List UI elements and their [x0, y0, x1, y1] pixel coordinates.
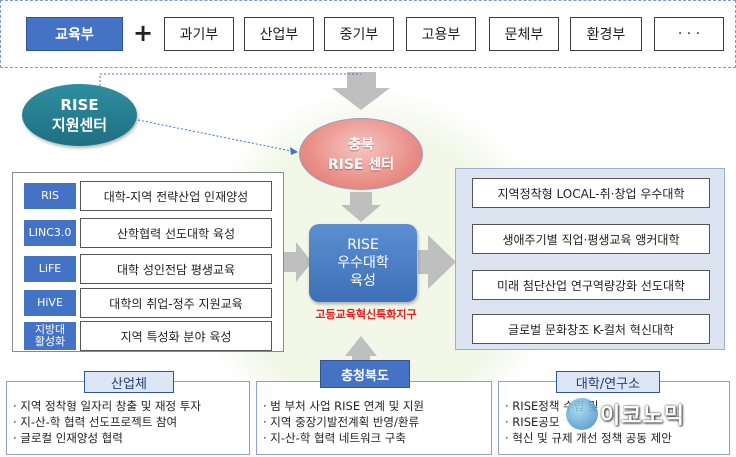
province-item: · 지-산-학 협력 네트워크 구축: [263, 431, 406, 445]
province-item: · 범 부처 사업 RISE 연계 및 지원: [263, 399, 424, 413]
dotted-link-arrowhead: [290, 147, 298, 155]
chungbuk-center-line2: RISE 센터: [327, 157, 395, 173]
program-desc-ris: 대학-지역 전략산업 인재양성: [80, 181, 272, 211]
program-tag-local-univ: 지방대 활성화: [24, 322, 76, 350]
dept-moe: 교육부: [26, 17, 123, 51]
university-box: · RISE정책 수립 및 · RISE공모 · 혁신 및 규제 개선 정책 공…: [498, 381, 730, 455]
chungbuk-center-line1: 충북: [348, 137, 374, 153]
rise-support-center: RISE 지원센터: [22, 84, 137, 146]
university-label: 대학/연구소: [556, 371, 660, 393]
special-zone-label: 고등교육혁신특화지구: [315, 308, 417, 321]
arrow-up-bottom: [345, 336, 377, 360]
dept-me: 환경부: [570, 17, 642, 51]
center-box-line1: RISE: [347, 237, 379, 253]
dept-mcst: 문체부: [489, 17, 559, 51]
province-label: 충청북도: [320, 360, 410, 388]
industry-item: · 글로컬 인재양성 협력: [13, 431, 123, 445]
center-box-line2: 우수대학: [337, 255, 389, 271]
plus-sign: +: [132, 19, 154, 47]
program-desc-linc: 산학협력 선도대학 육성: [80, 218, 272, 248]
arrow-right-left: [284, 242, 312, 282]
dotted-link-top: [99, 73, 361, 86]
rise-support-line1: RISE: [60, 95, 99, 114]
province-box: · 범 부처 사업 RISE 연계 및 지원 · 지역 중장기발전계획 반영/환…: [256, 381, 492, 455]
globe-logo-icon: [566, 398, 598, 430]
rise-excellent-univ-box: RISE 우수대학 육성: [309, 224, 417, 302]
watermark-text: 이코노믹: [600, 404, 685, 429]
program-desc-local-univ: 지역 특성화 분야 육성: [80, 321, 272, 351]
chungbuk-rise-center: 충북 RISE 센터: [299, 118, 423, 190]
dept-motie: 산업부: [244, 17, 314, 51]
program-tag-ris: RIS: [24, 183, 76, 209]
arrow-right-center: [418, 235, 456, 289]
arrow-down-top: [332, 72, 390, 110]
university-item: · 혁신 및 규제 개선 정책 공동 제안: [505, 431, 672, 445]
arrow-down-mid: [341, 192, 381, 222]
university-item: · RISE공모: [505, 415, 560, 429]
outcome-future-tech: 미래 첨단산업 연구역량강화 선도대학: [472, 270, 710, 300]
center-box-line3: 육성: [350, 273, 376, 289]
industry-item: · 지-산-학 협력 선도프로젝트 참여: [13, 415, 178, 429]
program-desc-hive: 대학의 취업-정주 지원교육: [80, 288, 272, 318]
program-tag-linc: LINC3.0: [24, 220, 76, 246]
outcome-lifelong: 생애주기별 직업·평생교육 앵커대학: [472, 224, 710, 254]
dotted-link-mid: [137, 119, 297, 153]
industry-item: · 지역 정착형 일자리 창출 및 재정 투자: [13, 399, 201, 413]
industry-label: 산업체: [84, 371, 174, 393]
dept-etc: · · ·: [654, 17, 724, 51]
dept-mss: 중기부: [324, 17, 394, 51]
province-item: · 지역 중장기발전계획 반영/환류: [263, 415, 420, 429]
outcome-local: 지역정착형 LOCAL-취·창업 우수대학: [472, 178, 710, 208]
program-tag-hive: HiVE: [24, 290, 76, 316]
dept-msit: 과기부: [164, 17, 234, 51]
program-desc-life: 대학 성인전담 평생교육: [80, 254, 272, 284]
dept-moel: 고용부: [406, 17, 476, 51]
rise-support-line2: 지원센터: [51, 115, 108, 134]
outcome-k-culture: 글로벌 문화창조 K-컬처 혁신대학: [472, 314, 710, 344]
program-tag-life: LiFE: [24, 256, 76, 282]
industry-box: · 지역 정착형 일자리 창출 및 재정 투자 · 지-산-학 협력 선도프로젝…: [6, 381, 250, 455]
